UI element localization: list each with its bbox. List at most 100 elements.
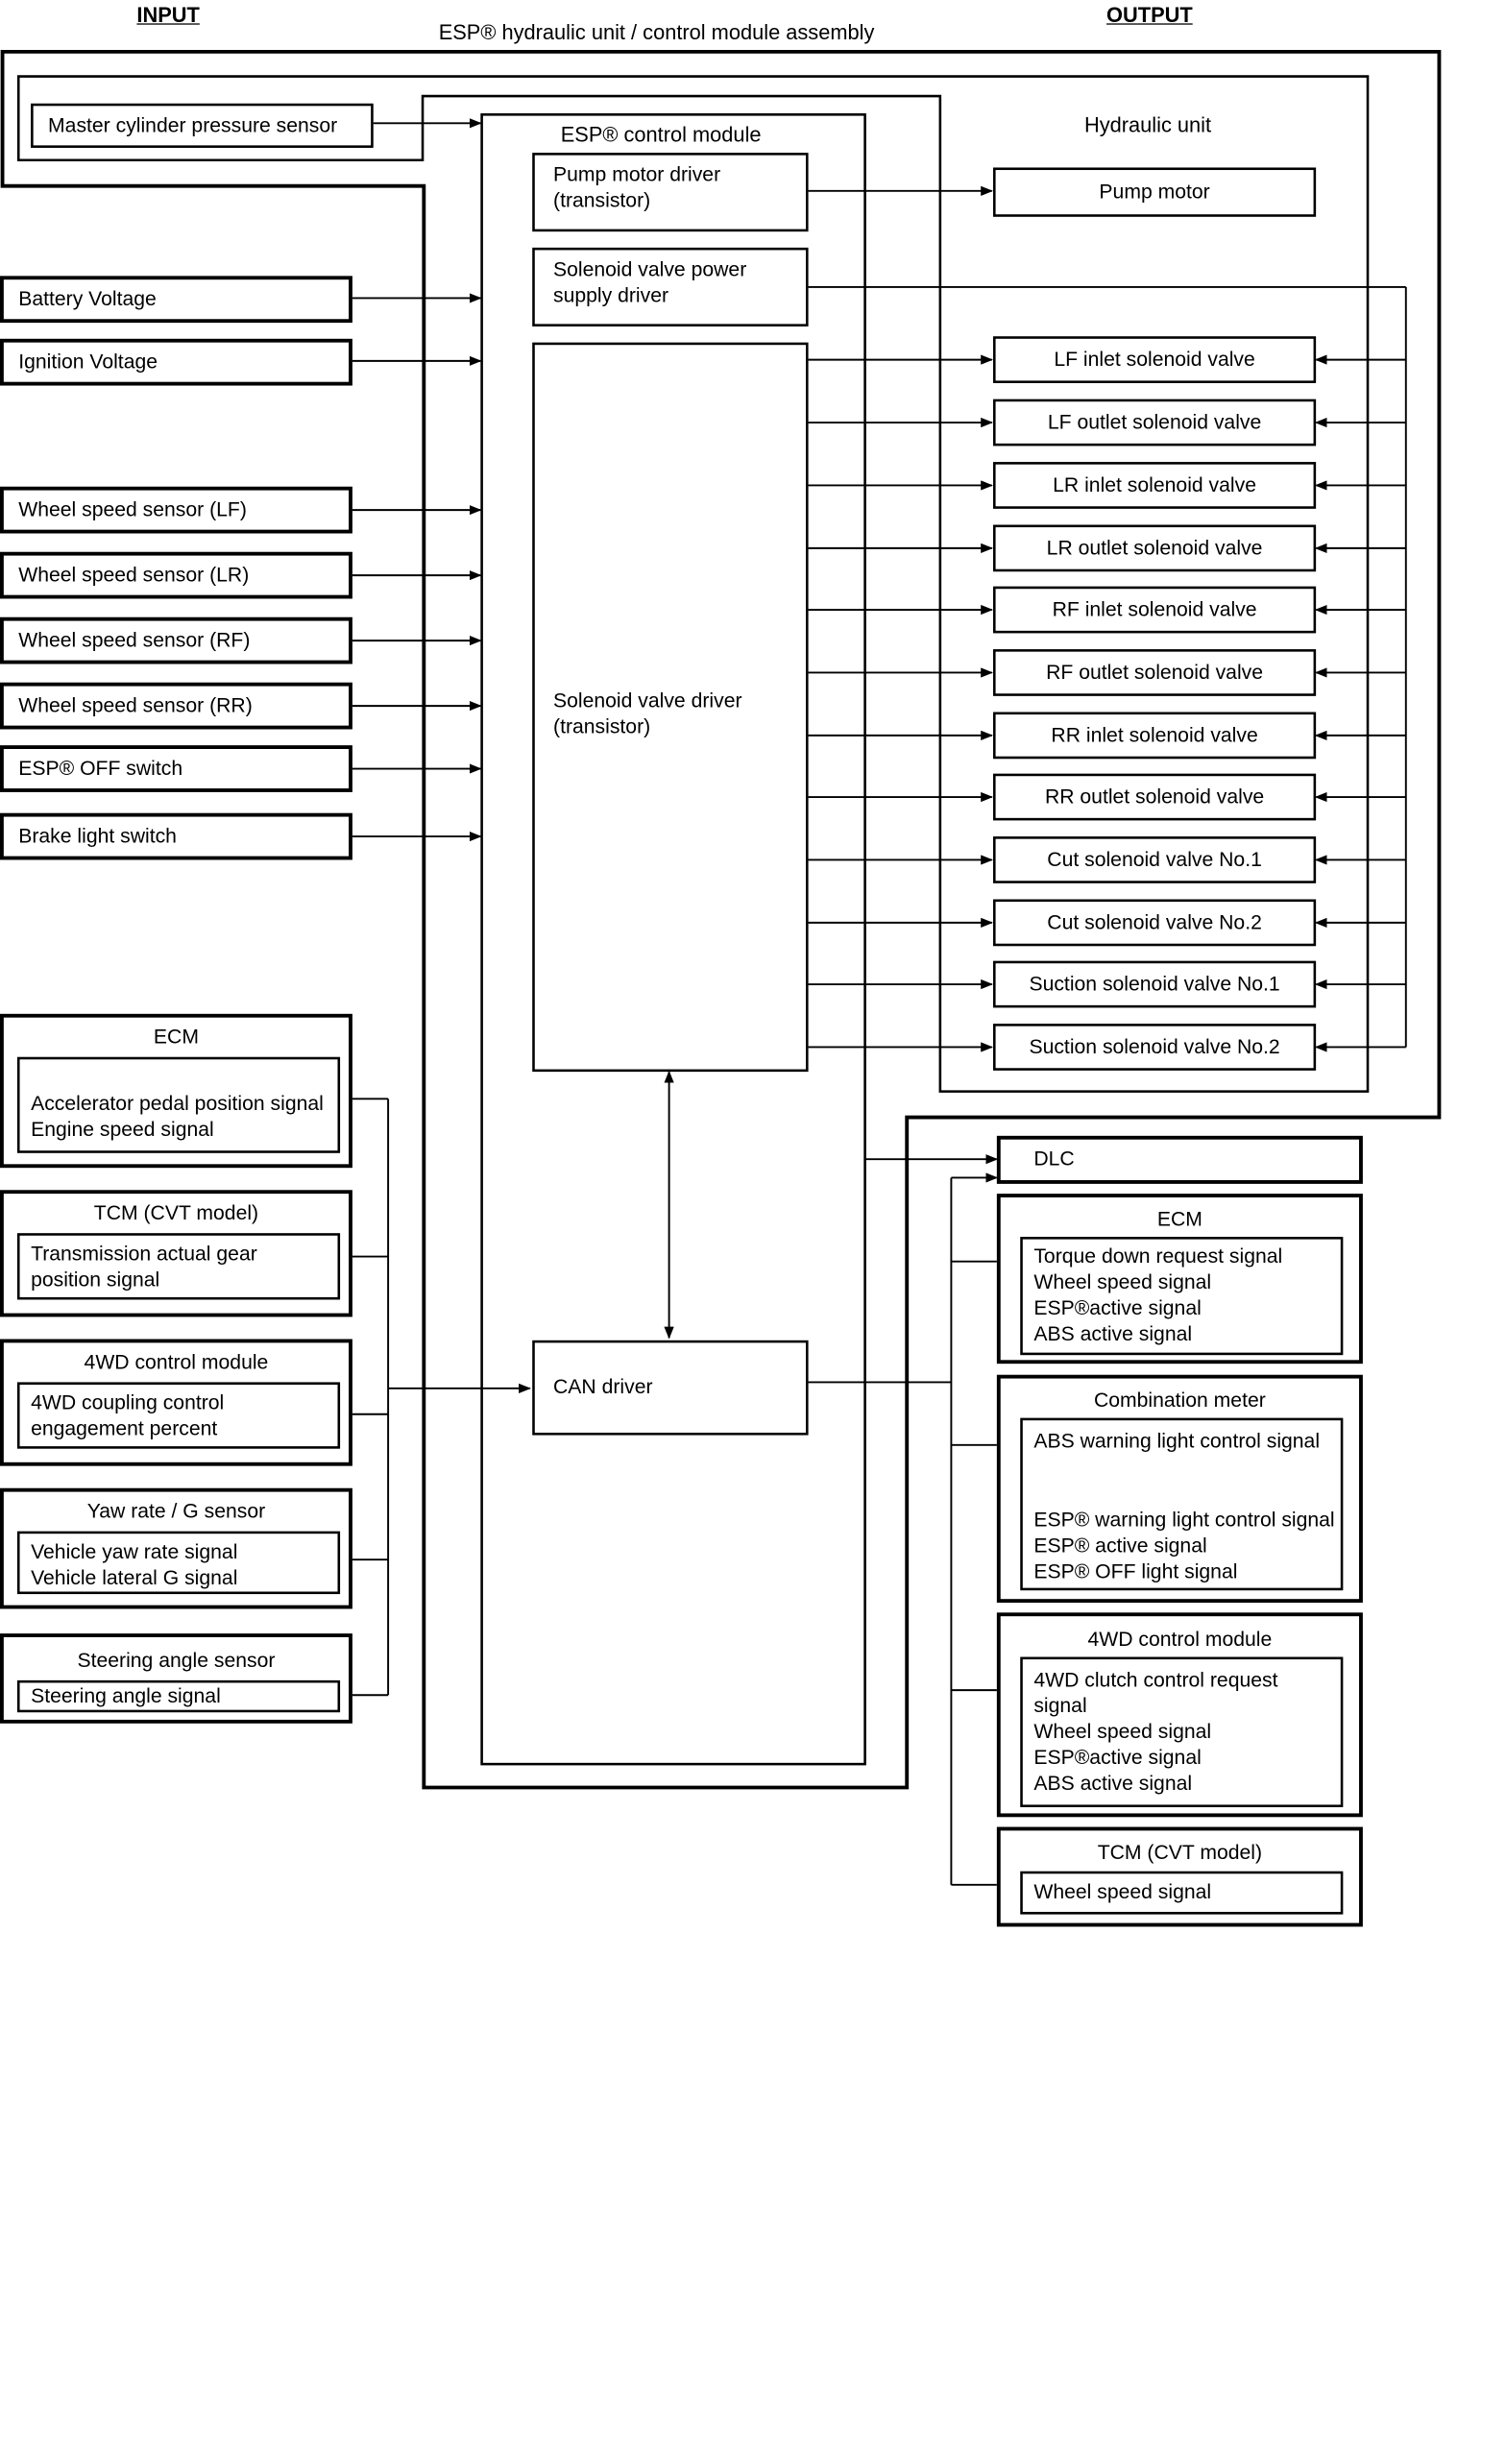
- signal-line: Wheel speed signal: [1033, 1880, 1212, 1904]
- yaw-rate-input-signals: Vehicle yaw rate signal Vehicle lateral …: [16, 1531, 341, 1595]
- dlc-label: DLC: [1033, 1147, 1075, 1171]
- signal-line: ABS warning light control signal: [1033, 1430, 1321, 1453]
- tcm-output-title: TCM (CVT model): [1097, 1841, 1263, 1865]
- dlc-box: DLC: [996, 1135, 1363, 1184]
- wheel-speed-sensor-lr: Wheel speed sensor (LR): [0, 551, 352, 599]
- wss-rf-label: Wheel speed sensor (RF): [18, 628, 251, 652]
- solenoid-valve-box: LF inlet solenoid valve: [993, 336, 1317, 383]
- solenoid-valve-box: Suction solenoid valve No.2: [993, 1024, 1317, 1071]
- steering-angle-input-group: Steering angle sensor Steering angle sig…: [0, 1633, 352, 1724]
- signal-line: ESP® OFF light signal: [1033, 1560, 1238, 1583]
- pump-motor-label: Pump motor: [1099, 180, 1210, 204]
- pump-driver-line: (transistor): [553, 189, 651, 212]
- signal-line: signal: [1033, 1695, 1087, 1718]
- solenoid-valve-label: RF inlet solenoid valve: [1052, 597, 1257, 620]
- signal-line: Torque down request signal: [1033, 1245, 1283, 1268]
- ecm-input-group: ECM Accelerator pedal position signal En…: [0, 1013, 352, 1169]
- signal-line: Vehicle lateral G signal: [31, 1566, 238, 1589]
- combination-meter-group: Combination meter ABS warning light cont…: [996, 1374, 1363, 1604]
- steering-angle-input-title: Steering angle sensor: [77, 1649, 276, 1672]
- wss-lf-label: Wheel speed sensor (LF): [18, 497, 247, 521]
- awd-input-group: 4WD control module 4WD coupling control …: [0, 1339, 352, 1466]
- signal-line: Wheel speed signal: [1033, 1270, 1212, 1294]
- solenoid-valve-box: LR outlet solenoid valve: [993, 524, 1317, 572]
- ecm-output-signals: Torque down request signal Wheel speed s…: [1020, 1237, 1344, 1356]
- ecm-input-signals: Accelerator pedal position signal Engine…: [16, 1056, 341, 1153]
- battery-voltage-label: Battery Voltage: [18, 287, 157, 310]
- solenoid-driver-line: Solenoid valve driver: [553, 689, 742, 713]
- pump-driver-line: Pump motor driver: [553, 163, 721, 186]
- solenoid-valve-box: RR inlet solenoid valve: [993, 712, 1317, 760]
- signal-line: engagement percent: [31, 1417, 218, 1440]
- pump-motor-driver: Pump motor driver (transistor): [532, 153, 809, 232]
- wheel-speed-sensor-rf: Wheel speed sensor (RF): [0, 616, 352, 664]
- output-header: OUTPUT: [1106, 3, 1193, 28]
- wss-lr-label: Wheel speed sensor (LR): [18, 563, 250, 587]
- input-header: INPUT: [136, 3, 200, 28]
- awd-input-signals: 4WD coupling control engagement percent: [16, 1382, 341, 1449]
- power-driver-line: supply driver: [553, 284, 669, 307]
- tcm-input-signals: Transmission actual gear position signal: [16, 1233, 341, 1300]
- ecm-input-title: ECM: [153, 1026, 199, 1049]
- signal-line: Transmission actual gear: [31, 1243, 257, 1266]
- awd-output-group: 4WD control module 4WD clutch control re…: [996, 1612, 1363, 1818]
- signal-line: Engine speed signal: [31, 1118, 214, 1141]
- battery-voltage-box: Battery Voltage: [0, 276, 352, 324]
- solenoid-valve-box: RF outlet solenoid valve: [993, 649, 1317, 696]
- solenoid-valve-label: Suction solenoid valve No.2: [1029, 1035, 1280, 1058]
- solenoid-valve-label: Cut solenoid valve No.1: [1047, 848, 1262, 871]
- solenoid-driver-line: (transistor): [553, 715, 651, 738]
- can-driver: CAN driver: [532, 1340, 809, 1436]
- pump-motor: Pump motor: [993, 167, 1317, 217]
- assembly-boundary: [0, 49, 1442, 1790]
- brake-light-switch-label: Brake light switch: [18, 824, 177, 847]
- master-cylinder-label: Master cylinder pressure sensor: [48, 113, 338, 136]
- solenoid-valve-label: RF outlet solenoid valve: [1046, 661, 1264, 684]
- ignition-voltage-label: Ignition Voltage: [18, 350, 158, 374]
- solenoid-valve-label: LR inlet solenoid valve: [1053, 473, 1256, 496]
- esp-off-switch-label: ESP® OFF switch: [18, 757, 183, 780]
- signal-line: ESP®active signal: [1033, 1747, 1202, 1770]
- solenoid-valve-label: RR inlet solenoid valve: [1051, 723, 1258, 746]
- solenoid-valve-label: Cut solenoid valve No.2: [1047, 910, 1262, 933]
- solenoid-valve-box: RR outlet solenoid valve: [993, 773, 1317, 821]
- solenoid-valve-box: RF inlet solenoid valve: [993, 586, 1317, 634]
- solenoid-valve-driver: Solenoid valve driver (transistor): [532, 342, 809, 1073]
- solenoid-valve-box: LR inlet solenoid valve: [993, 462, 1317, 509]
- assembly-title: ESP® hydraulic unit / control module ass…: [438, 20, 875, 45]
- steering-angle-input-signals: Steering angle signal: [16, 1679, 341, 1713]
- power-driver-line: Solenoid valve power: [553, 258, 747, 281]
- signal-line: ABS active signal: [1033, 1773, 1193, 1796]
- solenoid-valve-label: Suction solenoid valve No.1: [1029, 972, 1280, 995]
- tcm-input-title: TCM (CVT model): [93, 1202, 259, 1225]
- solenoid-valve-box: Suction solenoid valve No.1: [993, 960, 1317, 1008]
- awd-output-title: 4WD control module: [1087, 1628, 1273, 1652]
- signal-line: Wheel speed signal: [1033, 1721, 1212, 1744]
- solenoid-valve-box: Cut solenoid valve No.1: [993, 836, 1317, 883]
- signal-line: 4WD clutch control request: [1033, 1669, 1278, 1692]
- solenoid-valve-box: Cut solenoid valve No.2: [993, 899, 1317, 947]
- signal-line: ESP®active signal: [1033, 1296, 1202, 1319]
- yaw-rate-input-title: Yaw rate / G sensor: [86, 1500, 266, 1523]
- solenoid-valve-box: LF outlet solenoid valve: [993, 399, 1317, 447]
- signal-line: Steering angle signal: [31, 1685, 221, 1708]
- awd-input-title: 4WD control module: [84, 1351, 269, 1374]
- tcm-output-group: TCM (CVT model) Wheel speed signal: [996, 1826, 1363, 1927]
- brake-light-switch-box: Brake light switch: [0, 812, 352, 860]
- signal-line: ESP® active signal: [1033, 1534, 1207, 1558]
- yaw-rate-input-group: Yaw rate / G sensor Vehicle yaw rate sig…: [0, 1487, 352, 1609]
- solenoid-power-supply-driver: Solenoid valve power supply driver: [532, 247, 809, 326]
- can-driver-label: CAN driver: [553, 1375, 653, 1399]
- wss-rr-label: Wheel speed sensor (RR): [18, 693, 253, 717]
- signal-line: Accelerator pedal position signal: [31, 1092, 324, 1116]
- tcm-output-signals: Wheel speed signal: [1020, 1871, 1344, 1915]
- signal-line: Vehicle yaw rate signal: [31, 1540, 238, 1564]
- combination-meter-title: Combination meter: [1093, 1389, 1266, 1413]
- master-cylinder-enclosure: [16, 75, 1370, 1093]
- signal-line: ABS active signal: [1033, 1322, 1193, 1345]
- solenoid-valve-label: RR outlet solenoid valve: [1044, 785, 1265, 808]
- master-cylinder-pressure-sensor: Master cylinder pressure sensor: [31, 103, 374, 148]
- solenoid-valve-label: LF outlet solenoid valve: [1047, 410, 1262, 433]
- solenoid-valve-label: LR outlet solenoid valve: [1046, 536, 1263, 559]
- solenoid-driver-label: Solenoid valve driver (transistor): [553, 688, 742, 740]
